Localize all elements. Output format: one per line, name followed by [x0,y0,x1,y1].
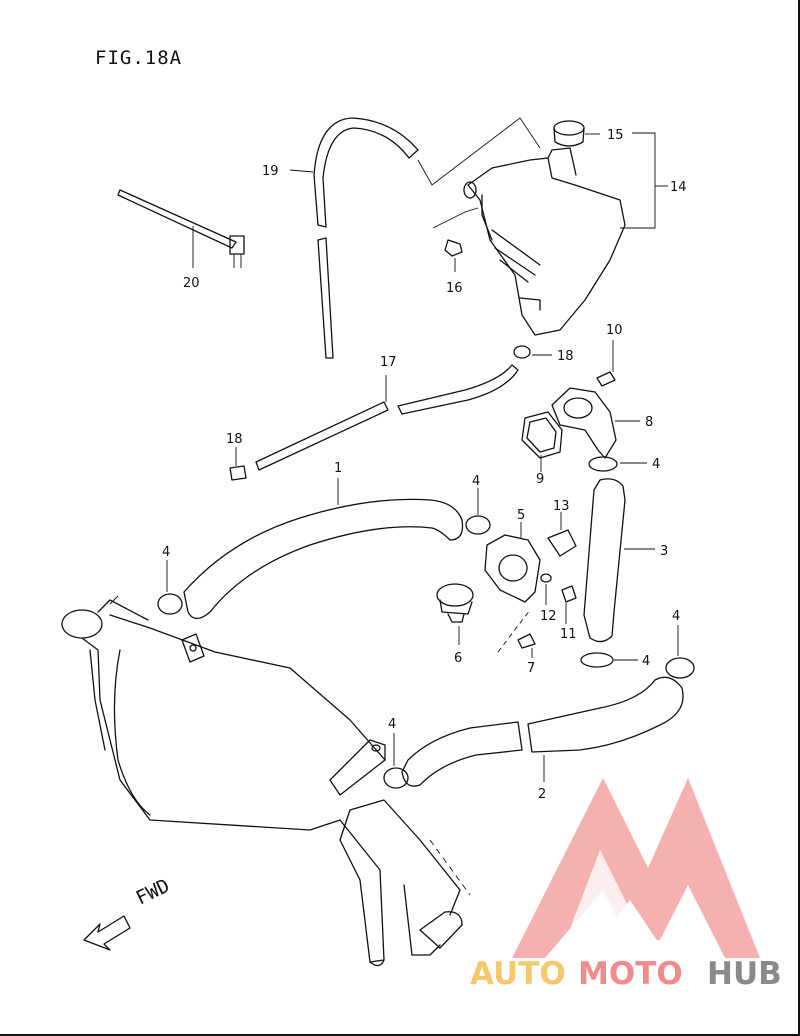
callout-14: 14 [670,180,687,195]
part-10-bolt [596,340,616,387]
bracket-14 [620,132,656,229]
callout-4-d: 4 [642,654,650,669]
watermark-text: AUTO MOTO HUB [470,956,782,992]
callout-20: 20 [183,276,200,291]
part-14-reservoir-tank [463,147,626,336]
callout-4-a: 4 [652,457,660,472]
callout-4-b: 4 [472,474,480,489]
part-18-clamp-upper [513,345,552,359]
frame-bottom-edge [0,1034,800,1036]
leader-16 [432,207,479,229]
part-20-clamp [117,189,245,268]
part-13-sensor [547,512,577,557]
part-8-thermostat-cover [551,387,640,459]
part-5-thermostat-housing [484,522,541,603]
part-18-clamp-lower [229,447,247,481]
part-15-cap [553,120,600,147]
part-12-washer [540,573,552,605]
watermark-moto: MOTO [578,956,683,992]
callout-18-lower: 18 [226,432,243,447]
part-2-hose [401,676,684,787]
callout-1: 1 [334,461,342,476]
callout-10: 10 [606,323,623,338]
leader-19 [417,117,541,186]
part-4-clamp-c [157,560,183,615]
figure-title: FIG.18A [95,47,182,69]
radiator [61,595,471,967]
callout-17: 17 [380,355,397,370]
part-4-clamp-d [580,652,638,668]
part-16-bolt [444,239,463,272]
frame-right-edge [798,0,800,1036]
callout-2: 2 [538,787,546,802]
callout-15: 15 [607,128,624,143]
callout-6: 6 [454,651,462,666]
callout-12: 12 [540,609,557,624]
fwd-label: FWD [133,875,173,910]
watermark-auto: AUTO [470,956,566,992]
callout-13: 13 [553,499,570,514]
callout-19: 19 [262,164,279,179]
part-9-gasket [521,411,563,472]
part-19-hose [289,117,419,359]
callout-8: 8 [645,415,653,430]
part-17-hose [255,364,519,471]
part-4-clamp-b [465,488,491,535]
callout-4-e: 4 [672,609,680,624]
watermark-logo-icon [512,778,760,958]
watermark-hub: HUB [707,956,782,992]
part-4-clamp-e [665,625,695,679]
callout-4-c: 4 [162,545,170,560]
part-4-clamp-f [383,733,409,789]
part-3-hose [583,478,655,643]
callout-9: 9 [536,472,544,487]
callout-3: 3 [660,544,668,559]
callout-11: 11 [560,627,577,642]
callout-4-f: 4 [388,717,396,732]
callout-7: 7 [527,661,535,676]
part-4-clamp-a [588,456,647,472]
callout-5: 5 [517,508,525,523]
part-6-thermostat [436,583,474,645]
part-11-bolt [561,585,577,624]
callout-16: 16 [446,281,463,296]
callout-18-upper: 18 [557,349,574,364]
part-7-bolt [497,609,536,658]
forward-arrow-icon [83,915,131,951]
part-1-hose [183,478,464,620]
